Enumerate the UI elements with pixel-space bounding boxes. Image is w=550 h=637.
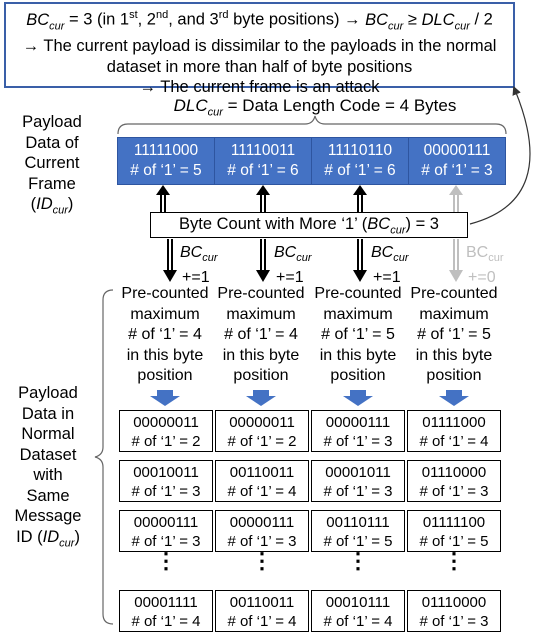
ellipsis-1: ⋮ xyxy=(155,548,177,573)
conclusion-line-4: → The current frame is an attack xyxy=(139,78,380,97)
increment-3: BCcur +=1 xyxy=(371,244,409,287)
normal-dataset-label: Payload Data in Normal Dataset with Same… xyxy=(14,384,82,549)
conclusion-line-3: dataset in more than half of byte positi… xyxy=(106,57,413,76)
ellipsis-4: ⋮ xyxy=(443,548,465,573)
increment-2: BCcur +=1 xyxy=(274,244,312,287)
normal-row2-byte1: 00010011# of ‘1’ = 3 xyxy=(119,460,213,502)
normal-row3-byte4: 01111100# of ‘1’ = 5 xyxy=(407,510,501,552)
normal-row4-byte1: 00001111# of ‘1’ = 4 xyxy=(119,590,213,632)
normal-row3-byte3: 00110111# of ‘1’ = 5 xyxy=(311,510,405,552)
normal-dataset-brace xyxy=(94,289,114,625)
normal-row1-byte3: 00000111# of ‘1’ = 3 xyxy=(311,410,405,452)
normal-row1-byte1: 00000011# of ‘1’ = 2 xyxy=(119,410,213,452)
normal-row3-byte1: 00000111# of ‘1’ = 3 xyxy=(119,510,213,552)
normal-row1-byte2: 00000011# of ‘1’ = 2 xyxy=(215,410,309,452)
increment-1: BCcur +=1 xyxy=(180,244,218,287)
byte-count-box: Byte Count with More ‘1’ (BCcur) = 3 xyxy=(150,212,468,238)
conclusion-line-2: → The current payload is dissimilar to t… xyxy=(22,37,497,56)
current-byte-3: 11110110# of ‘1’ = 6 xyxy=(311,137,409,185)
dlc-label: DLCcur = Data Length Code = 4 Bytes xyxy=(173,96,457,119)
normal-row2-byte2: 00110011# of ‘1’ = 4 xyxy=(215,460,309,502)
ellipsis-2: ⋮ xyxy=(251,548,273,573)
conclusion-line-1: BCcur = 3 (in 1st, 2nd, and 3rd byte pos… xyxy=(26,9,493,32)
current-byte-4: 00000111# of ‘1’ = 3 xyxy=(408,137,506,185)
normal-row3-byte2: 00000111# of ‘1’ = 3 xyxy=(215,510,309,552)
conclusion-box: BCcur = 3 (in 1st, 2nd, and 3rd byte pos… xyxy=(4,2,515,96)
normal-row2-byte4: 01110000# of ‘1’ = 3 xyxy=(407,460,501,502)
feedback-arrow xyxy=(469,85,531,225)
current-byte-2: 11110011# of ‘1’ = 6 xyxy=(214,137,312,185)
current-byte-1: 11111000# of ‘1’ = 5 xyxy=(117,137,215,185)
blue-arrows xyxy=(150,390,469,406)
ellipsis-3: ⋮ xyxy=(347,548,369,573)
current-frame-label: Payload Data of Current Frame (IDcur) xyxy=(22,113,82,217)
increment-4: BCcur +=0 xyxy=(466,244,504,287)
dlc-brace xyxy=(117,115,507,135)
down-arrows xyxy=(163,239,463,282)
normal-row2-byte3: 00001011# of ‘1’ = 3 xyxy=(311,460,405,502)
normal-row4-byte3: 00010111# of ‘1’ = 4 xyxy=(311,590,405,632)
up-arrows xyxy=(156,185,463,212)
normal-row4-byte4: 01110000# of ‘1’ = 3 xyxy=(407,590,501,632)
normal-row4-byte2: 00110011# of ‘1’ = 4 xyxy=(215,590,309,632)
normal-row1-byte4: 01111000# of ‘1’ = 4 xyxy=(407,410,501,452)
